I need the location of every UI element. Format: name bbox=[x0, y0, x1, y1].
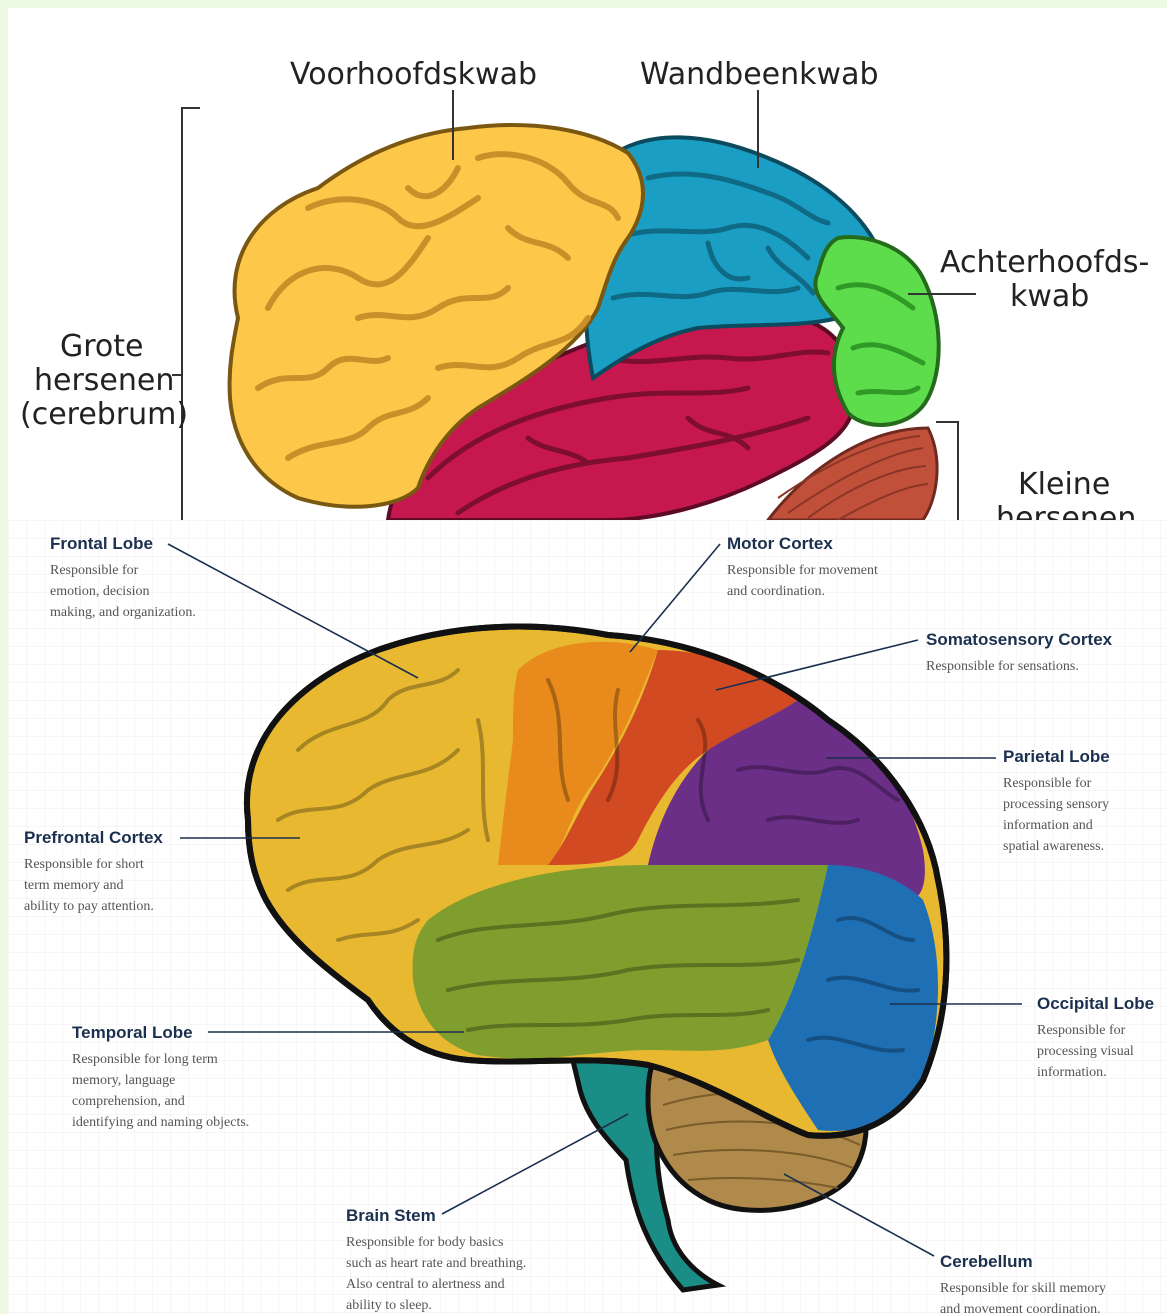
temporal-lobe-title: Temporal Lobe bbox=[72, 1023, 332, 1043]
label-motor-cortex: Motor Cortex Responsible for movement an… bbox=[727, 534, 957, 602]
occipital-lobe-desc-1: Responsible for bbox=[1037, 1020, 1165, 1041]
somatosensory-title: Somatosensory Cortex bbox=[926, 630, 1161, 650]
label-cerebellum: Cerebellum Responsible for skill memory … bbox=[940, 1252, 1165, 1314]
temporal-lobe-desc-4: identifying and naming objects. bbox=[72, 1112, 332, 1133]
parietal-lobe-desc-4: spatial awareness. bbox=[1003, 836, 1163, 857]
label-parietal-nl: Wandbeenkwab bbox=[640, 58, 879, 92]
temporal-lobe-desc-3: comprehension, and bbox=[72, 1091, 332, 1112]
parietal-lobe-desc-3: information and bbox=[1003, 815, 1163, 836]
label-parietal-lobe: Parietal Lobe Responsible for processing… bbox=[1003, 747, 1163, 857]
label-somatosensory-cortex: Somatosensory Cortex Responsible for sen… bbox=[926, 630, 1161, 677]
prefrontal-desc-1: Responsible for short bbox=[24, 854, 234, 875]
label-occipital-nl-1: Achterhoofds- bbox=[940, 246, 1149, 280]
frontal-lobe-desc-1: Responsible for bbox=[50, 560, 280, 581]
label-occipital-nl-2: kwab bbox=[1010, 280, 1089, 314]
label-cerebellum-nl-1: Kleine bbox=[1018, 468, 1110, 502]
dutch-brain-diagram: Voorhoofdskwab Wandbeenkwab Achterhoofds… bbox=[8, 8, 1167, 520]
prefrontal-desc-2: term memory and bbox=[24, 875, 234, 896]
brain-stem-desc-2: such as heart rate and breathing. bbox=[346, 1253, 606, 1274]
occipital-lobe-desc-2: processing visual bbox=[1037, 1041, 1165, 1062]
frontal-lobe-title: Frontal Lobe bbox=[50, 534, 280, 554]
label-prefrontal-cortex: Prefrontal Cortex Responsible for short … bbox=[24, 828, 234, 917]
label-frontal-lobe: Frontal Lobe Responsible for emotion, de… bbox=[50, 534, 280, 623]
label-brain-stem: Brain Stem Responsible for body basics s… bbox=[346, 1206, 606, 1314]
label-cerebellum-nl-2: hersenen bbox=[996, 502, 1136, 520]
brain-stem-desc-1: Responsible for body basics bbox=[346, 1232, 606, 1253]
motor-cortex-desc-2: and coordination. bbox=[727, 581, 957, 602]
label-frontal-nl: Voorhoofdskwab bbox=[290, 58, 537, 92]
prefrontal-title: Prefrontal Cortex bbox=[24, 828, 234, 848]
cerebellum-desc-1: Responsible for skill memory bbox=[940, 1278, 1165, 1299]
somatosensory-desc-1: Responsible for sensations. bbox=[926, 656, 1161, 677]
label-cerebrum-nl-1: Grote bbox=[60, 330, 144, 364]
motor-cortex-desc-1: Responsible for movement bbox=[727, 560, 957, 581]
brain-stem-desc-3: Also central to alertness and bbox=[346, 1274, 606, 1295]
english-brain-diagram: Frontal Lobe Responsible for emotion, de… bbox=[8, 520, 1167, 1314]
cerebellum-desc-2: and movement coordination. bbox=[940, 1299, 1165, 1314]
temporal-lobe-desc-1: Responsible for long term bbox=[72, 1049, 332, 1070]
parietal-lobe-desc-1: Responsible for bbox=[1003, 773, 1163, 794]
parietal-lobe-title: Parietal Lobe bbox=[1003, 747, 1163, 767]
label-cerebrum-nl-2: hersenen bbox=[34, 364, 174, 398]
motor-cortex-title: Motor Cortex bbox=[727, 534, 957, 554]
brain-stem-desc-4: ability to sleep. bbox=[346, 1295, 606, 1314]
cerebellum-title: Cerebellum bbox=[940, 1252, 1165, 1272]
brain-stem-title: Brain Stem bbox=[346, 1206, 606, 1226]
prefrontal-desc-3: ability to pay attention. bbox=[24, 896, 234, 917]
frontal-lobe-desc-2: emotion, decision bbox=[50, 581, 280, 602]
label-cerebrum-nl-3: (cerebrum) bbox=[20, 398, 188, 432]
label-occipital-lobe: Occipital Lobe Responsible for processin… bbox=[1037, 994, 1165, 1083]
parietal-lobe-desc-2: processing sensory bbox=[1003, 794, 1163, 815]
occipital-lobe-title: Occipital Lobe bbox=[1037, 994, 1165, 1014]
temporal-lobe-desc-2: memory, language bbox=[72, 1070, 332, 1091]
label-temporal-lobe: Temporal Lobe Responsible for long term … bbox=[72, 1023, 332, 1133]
frontal-lobe-desc-3: making, and organization. bbox=[50, 602, 280, 623]
occipital-lobe-desc-3: information. bbox=[1037, 1062, 1165, 1083]
